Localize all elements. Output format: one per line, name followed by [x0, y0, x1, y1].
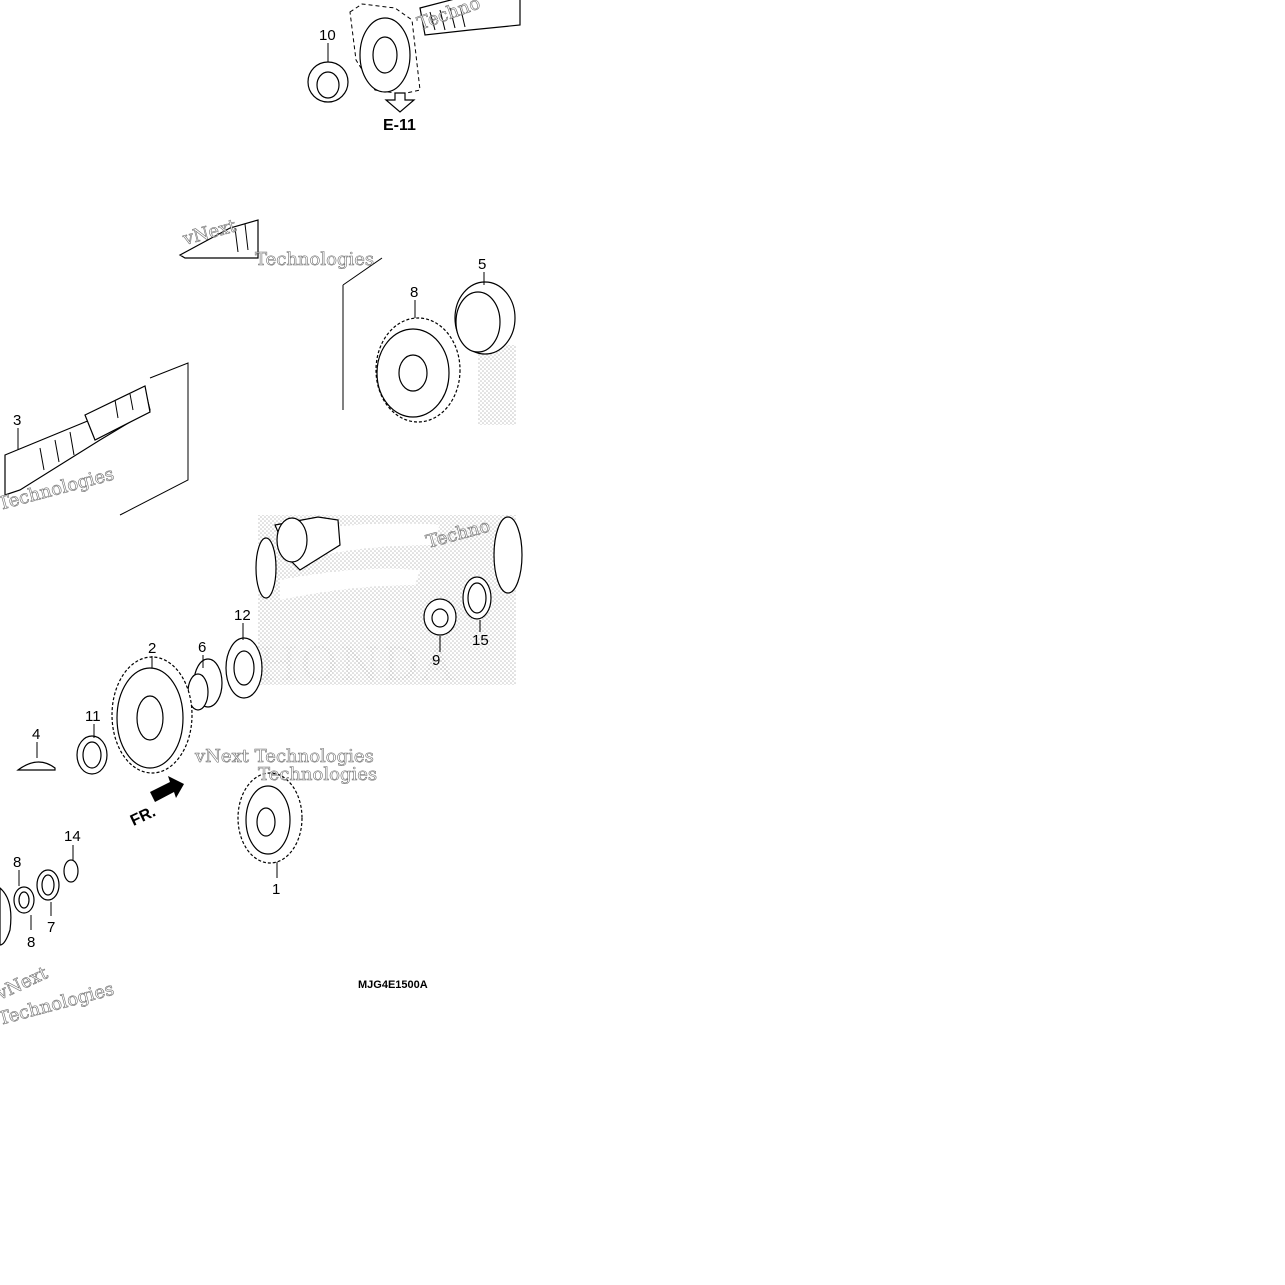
callout-9: 8 — [410, 284, 418, 301]
callout-8-upper: 8 — [13, 854, 21, 871]
gear-2 — [111, 656, 193, 774]
callout-6: 6 — [198, 639, 206, 656]
callout-10: 9 — [432, 652, 440, 669]
reference-label: E-11 — [383, 117, 416, 134]
front-arrow — [150, 776, 184, 802]
washer-12 — [76, 724, 108, 775]
collar-6 — [187, 655, 223, 711]
callout-1: 1 — [272, 881, 280, 898]
front-marker: FR. — [128, 803, 159, 829]
mainshaft-3 — [4, 362, 189, 516]
callout-12: 11 — [85, 708, 101, 725]
arrow-to-reference — [384, 92, 416, 113]
bearing-top — [349, 3, 421, 95]
washer-15 — [462, 576, 492, 632]
gear-9 — [342, 257, 461, 423]
diagram-code: MJG4E1500A — [358, 979, 428, 991]
brand-watermark: HONDA — [258, 637, 456, 691]
callout-3: 3 — [13, 412, 21, 429]
callout-7: 7 — [47, 919, 55, 936]
watermark-technologies-1: Technologies — [255, 249, 374, 270]
callout-2: 2 — [148, 640, 156, 657]
part-4 — [16, 742, 56, 771]
callout-15: 15 — [472, 632, 489, 649]
nut-10 — [423, 598, 457, 652]
collar-5 — [454, 272, 516, 355]
gear-partial-right — [493, 516, 523, 594]
bearing-13 — [225, 623, 263, 699]
bottom-left-parts — [0, 845, 79, 946]
gear-1 — [237, 772, 303, 878]
callout-4: 4 — [32, 726, 40, 743]
callout-5: 5 — [478, 256, 486, 273]
callout-13: 12 — [234, 607, 251, 624]
shaft-fragment — [178, 219, 259, 259]
nut-11 — [307, 43, 349, 103]
shaft-top — [419, 0, 521, 36]
watermark-technologies-3: Technologies — [258, 764, 377, 785]
callout-8-lower: 8 — [27, 934, 35, 951]
watermark-vnext-tech: vNext Technologies — [194, 746, 374, 767]
callout-11: 10 — [319, 27, 336, 44]
callout-14: 14 — [64, 828, 81, 845]
bushing-center — [255, 516, 341, 599]
